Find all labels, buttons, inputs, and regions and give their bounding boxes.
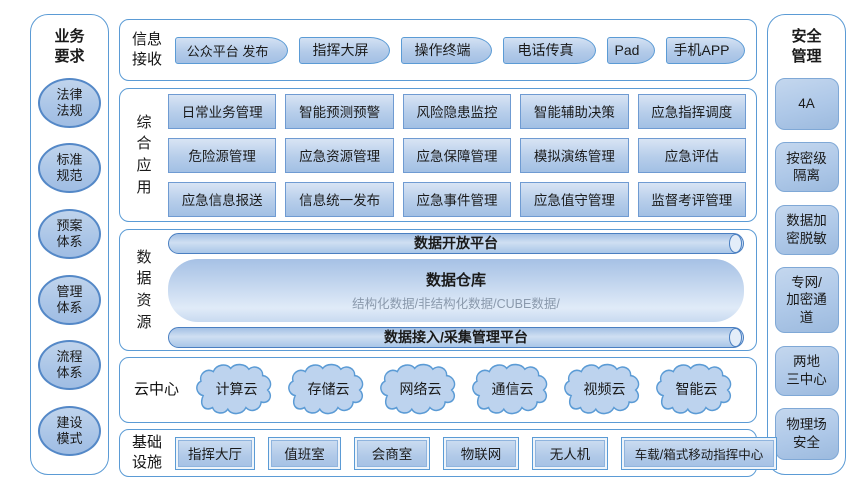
data-resources-label: 数 据 资 源 [136, 248, 152, 331]
app-emergency-dispatch: 应急指挥调度 [637, 93, 746, 129]
infrastructure-items: 指挥大厅 值班室 会商室 物联网 无人机 车载/箱式移动指挥中心 [175, 436, 778, 470]
data-resources-panel: 数 据 资 源 数据开放平台 数据仓库 结构化数据/非结构化数据/CUBE数据/… [119, 229, 757, 351]
cloud-storage: 存储云 [285, 362, 372, 418]
business-requirements-list: 法律 法规 标准 规范 预案 体系 管理 体系 流程 体系 建设 模式 [31, 66, 108, 474]
infra-iot: 物联网 [443, 436, 520, 470]
cloud-icon [564, 363, 640, 415]
infra-duty-room: 值班室 [268, 436, 342, 470]
infra-drone: 无人机 [532, 436, 609, 470]
oval-plan-system: 预案 体系 [38, 209, 101, 260]
cloud-ai: 智能云 [653, 362, 740, 418]
security-item-two-sites-three-centers: 两地 三中心 [774, 345, 839, 396]
cloud-network: 网络云 [377, 362, 464, 418]
cloud-network-label: 网络云 [399, 381, 442, 397]
channel-operation-terminal: 操作终端 [401, 36, 493, 64]
data-warehouse-subtitle: 结构化数据/非结构化数据/CUBE数据/ [352, 296, 560, 311]
security-management-list: 4A 按密级 隔离 数据加 密脱敏 专网/ 加密通 道 两地 三中心 物理场 安… [768, 66, 845, 474]
cylinder-cap [729, 233, 742, 253]
security-item-physical-security: 物理场 安全 [774, 407, 839, 460]
infra-conference-room: 会商室 [354, 436, 431, 470]
info-receive-items: 公众平台 发布 指挥大屏 操作终端 电话传真 Pad 手机APP [175, 36, 748, 64]
business-requirements-panel: 业务 要求 法律 法规 标准 规范 预案 体系 管理 体系 流程 体系 建设 模… [30, 14, 109, 475]
applications-label: 综 合 应 用 [136, 113, 152, 196]
app-daily-business: 日常业务管理 [168, 93, 277, 129]
security-management-title: 安全 管理 [791, 28, 822, 65]
security-management-panel: 安全 管理 4A 按密级 隔离 数据加 密脱敏 专网/ 加密通 道 两地 三中心… [767, 14, 846, 475]
cloud-compute-label: 计算云 [215, 381, 258, 397]
security-item-private-network: 专网/ 加密通 道 [774, 266, 839, 334]
oval-laws-regulations: 法律 法规 [38, 77, 101, 128]
cylinder-cap [729, 327, 742, 347]
cloud-communication-label: 通信云 [491, 381, 534, 397]
data-warehouse-title: 数据仓库 [425, 271, 486, 289]
oval-standards: 标准 规范 [38, 143, 101, 194]
cloud-ai-label: 智能云 [675, 381, 718, 397]
cloud-icon [196, 363, 272, 415]
cloud-storage-label: 存储云 [307, 381, 350, 397]
channel-command-screen: 指挥大屏 [299, 36, 391, 64]
app-supervision-assessment: 监督考评管理 [637, 181, 746, 217]
data-warehouse: 数据仓库 结构化数据/非结构化数据/CUBE数据/ [168, 258, 744, 322]
info-receive-panel: 信息 接收 公众平台 发布 指挥大屏 操作终端 电话传真 Pad 手机APP [119, 19, 757, 81]
cloud-center-panel: 云中心 计算云 存储云 网络云 通信云 视频云 [119, 357, 757, 423]
cloud-icon [380, 363, 456, 415]
data-ingest-platform-label: 数据接入/采集管理平台 [384, 329, 528, 345]
oval-construction-mode: 建设 模式 [38, 406, 101, 457]
app-simulation-drill: 模拟演练管理 [520, 137, 629, 173]
cloud-center-items: 计算云 存储云 网络云 通信云 视频云 智能云 [193, 362, 740, 418]
cloud-compute: 计算云 [193, 362, 280, 418]
business-requirements-title: 业务 要求 [54, 28, 85, 65]
app-emergency-support: 应急保障管理 [402, 137, 512, 173]
data-ingest-platform-cylinder: 数据接入/采集管理平台 [168, 326, 744, 348]
oval-process-system: 流程 体系 [38, 340, 101, 391]
cloud-center-label: 云中心 [134, 380, 180, 398]
infrastructure-label: 基础 设施 [132, 433, 163, 471]
app-smart-decision: 智能辅助决策 [520, 93, 629, 129]
channel-mobile-app: 手机APP [666, 36, 746, 64]
cloud-communication: 通信云 [469, 362, 556, 418]
app-event-management: 应急事件管理 [402, 181, 512, 217]
app-hazard-source: 危险源管理 [168, 137, 277, 173]
cloud-video-label: 视频云 [583, 381, 626, 397]
infra-command-hall: 指挥大厅 [175, 436, 256, 470]
app-emergency-reporting: 应急信息报送 [168, 181, 277, 217]
applications-panel: 综 合 应 用 日常业务管理 智能预测预警 风险隐患监控 智能辅助决策 应急指挥… [119, 88, 757, 222]
app-risk-monitoring: 风险隐患监控 [402, 93, 512, 129]
app-emergency-evaluation: 应急评估 [637, 137, 746, 173]
infra-mobile-command-center: 车载/箱式移动指挥中心 [621, 436, 778, 470]
cloud-icon [656, 363, 732, 415]
app-duty-management: 应急值守管理 [520, 181, 629, 217]
channel-pad: Pad [607, 36, 656, 64]
app-emergency-resources: 应急资源管理 [285, 137, 394, 173]
security-item-data-encryption: 数据加 密脱敏 [774, 204, 839, 255]
security-item-classified-isolation: 按密级 隔离 [774, 142, 839, 193]
cloud-icon [288, 363, 364, 415]
infrastructure-panel: 基础 设施 指挥大厅 值班室 会商室 物联网 无人机 车载/箱式移动指挥中心 [119, 429, 778, 477]
data-open-platform-cylinder: 数据开放平台 [168, 232, 744, 254]
app-unified-release: 信息统一发布 [285, 181, 394, 217]
info-receive-label: 信息 接收 [132, 30, 163, 68]
app-smart-forecast: 智能预测预警 [285, 93, 394, 129]
applications-grid: 日常业务管理 智能预测预警 风险隐患监控 智能辅助决策 应急指挥调度 危险源管理… [168, 93, 746, 217]
cloud-icon [472, 363, 548, 415]
data-resources-stack: 数据开放平台 数据仓库 结构化数据/非结构化数据/CUBE数据/ 数据接入/采集… [168, 232, 744, 348]
channel-public-platform: 公众平台 发布 [175, 36, 289, 64]
security-item-4a: 4A [774, 78, 839, 130]
data-open-platform-label: 数据开放平台 [414, 235, 498, 251]
channel-phone-fax: 电话传真 [503, 36, 597, 64]
cloud-video: 视频云 [561, 362, 648, 418]
oval-management-system: 管理 体系 [38, 274, 101, 325]
